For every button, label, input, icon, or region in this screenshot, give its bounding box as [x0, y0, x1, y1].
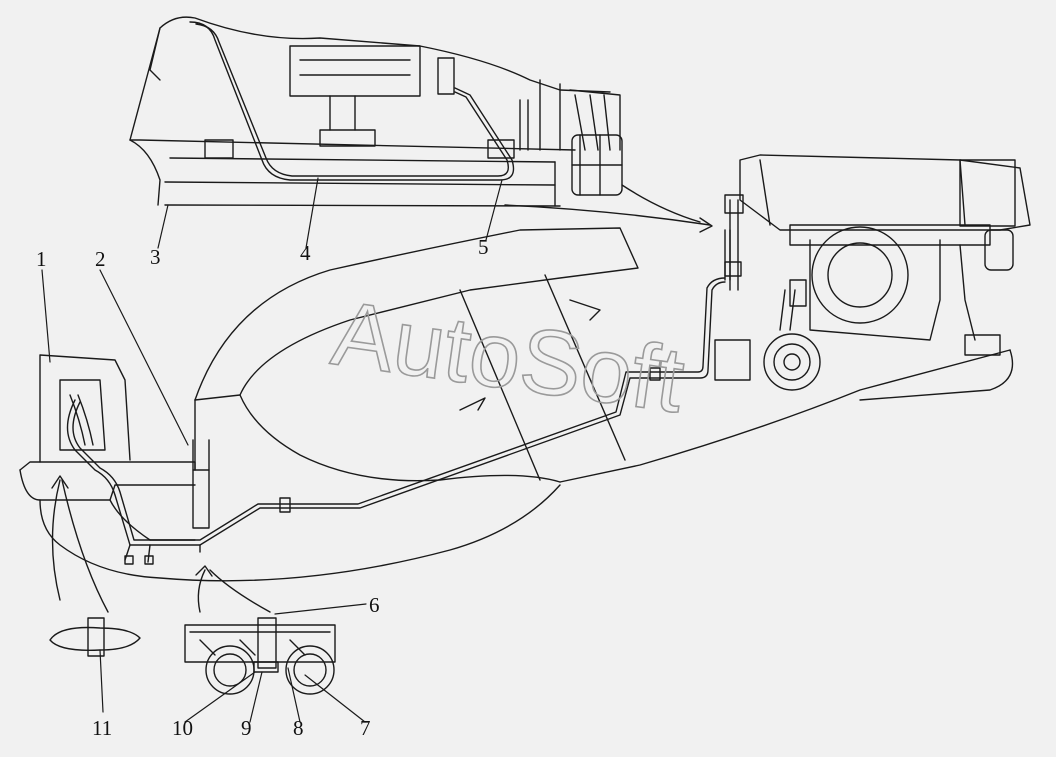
grommet-detail — [49, 475, 141, 657]
callout-2: 2 — [95, 247, 106, 271]
engine-assembly — [714, 154, 1031, 391]
watermark-text: AutoSoft — [326, 282, 690, 432]
leader-lines — [41, 177, 503, 723]
callout-3: 3 — [150, 245, 161, 269]
callout-5: 5 — [478, 235, 489, 259]
fuel-line — [66, 229, 731, 565]
callout-1: 1 — [36, 247, 47, 271]
callout-8: 8 — [293, 716, 304, 740]
callout-9: 9 — [241, 716, 252, 740]
clamp-detail — [184, 565, 336, 695]
callout-11: 11 — [92, 716, 112, 740]
callout-6: 6 — [369, 593, 380, 617]
main-frame-outline — [19, 227, 1014, 582]
callout-4: 4 — [300, 241, 311, 265]
callout-7: 7 — [360, 716, 371, 740]
callout-10: 10 — [172, 716, 193, 740]
top-inset-frame-view — [129, 16, 713, 233]
